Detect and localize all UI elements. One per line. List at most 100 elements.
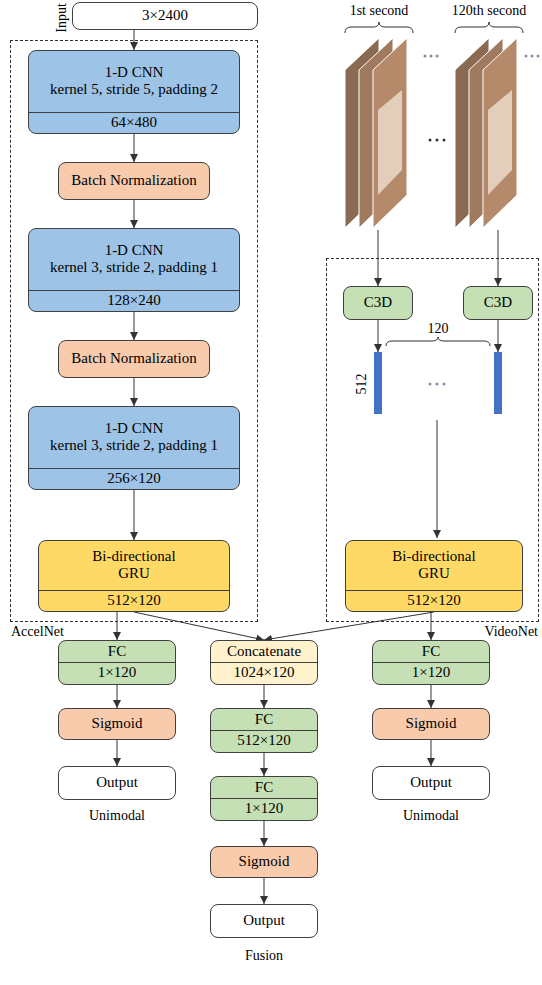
connector-arrow <box>134 200 135 228</box>
connector-arrow <box>431 685 432 709</box>
layer-name: 3×2400 <box>142 7 188 24</box>
layer-name: Sigmoid <box>239 853 290 870</box>
fc-box: FC 1×120 <box>210 776 318 821</box>
annotation-label: Unimodal <box>89 808 145 823</box>
annotation-label: Fusion <box>245 948 283 963</box>
activation-box: Batch Normalization <box>58 162 210 200</box>
layer-name: 1-D CNN <box>105 420 164 437</box>
layer-name: Bi-directional GRU <box>384 548 484 583</box>
dot <box>436 383 439 386</box>
dot <box>429 383 432 386</box>
fc-box: C3D <box>463 286 533 320</box>
connector-arrow <box>264 753 265 777</box>
layer-name: 1-D CNN <box>105 242 164 259</box>
layer-name: Output <box>243 912 285 929</box>
frame-detail <box>378 90 402 195</box>
layer-name: Batch Normalization <box>71 172 196 189</box>
frame <box>373 38 407 228</box>
feature-bar <box>494 352 502 414</box>
connector-arrow <box>264 612 434 640</box>
region-label: AccelNet <box>11 624 64 639</box>
shape-text: 512×120 <box>237 732 290 749</box>
layer-name: Output <box>410 774 452 791</box>
arrow <box>498 320 499 352</box>
activation-box: Sigmoid <box>58 708 176 740</box>
plain-box: 3×2400 <box>72 2 258 30</box>
cnn-layer-box: 1-D CNNkernel 5, stride 5, padding 264×4… <box>28 50 240 134</box>
layer-name: C3D <box>364 294 392 311</box>
activation-box: Sigmoid <box>210 846 318 878</box>
dot <box>531 55 534 58</box>
connector-arrow <box>431 740 432 766</box>
arrow <box>437 420 438 538</box>
frame <box>483 38 517 228</box>
dot <box>429 139 432 142</box>
shape-text: 256×120 <box>107 470 160 487</box>
layer-name: Sigmoid <box>92 715 143 732</box>
layer-name: FC <box>422 643 440 660</box>
region-label: VideoNet <box>484 624 538 639</box>
brace <box>455 22 523 33</box>
layer-name: kernel 3, stride 2, padding 1 <box>50 259 218 276</box>
shape-text: 128×240 <box>107 292 160 309</box>
connector-arrow <box>431 612 432 640</box>
dot <box>424 55 427 58</box>
fc-box: C3D <box>343 286 413 320</box>
dot <box>525 55 528 58</box>
plain-box: Output <box>372 766 490 800</box>
layer-name: Output <box>96 774 138 791</box>
plain-box: Output <box>210 904 318 938</box>
shape-text: 512×120 <box>407 592 460 609</box>
arrow <box>378 320 379 352</box>
frame-detail <box>488 90 512 195</box>
dot <box>537 55 540 58</box>
annotation-label: 1st second <box>350 3 409 18</box>
fc-box: FC 512×120 <box>210 708 318 753</box>
brace <box>386 337 490 346</box>
layer-name: FC <box>255 711 273 728</box>
layer-name: kernel 3, stride 2, padding 1 <box>50 437 218 454</box>
layer-name: Sigmoid <box>406 715 457 732</box>
connector-arrow <box>134 490 135 540</box>
shape-text: 512×120 <box>107 592 160 609</box>
layer-name: FC <box>255 779 273 796</box>
connector-arrow <box>134 378 135 406</box>
dot <box>430 55 433 58</box>
annotation-label: 120 <box>428 321 449 336</box>
dot <box>443 139 446 142</box>
fc-box: FC 1×120 <box>372 640 490 685</box>
activation-box: Sigmoid <box>372 708 490 740</box>
concat-box: Concatenate 1024×120 <box>210 640 318 685</box>
layer-name: Batch Normalization <box>71 350 196 367</box>
layer-name: kernel 5, stride 5, padding 2 <box>50 81 218 98</box>
connector-arrow <box>134 612 264 640</box>
connector-arrow <box>134 312 135 340</box>
shape-text: 1×120 <box>98 664 136 681</box>
connector-arrow <box>264 685 265 709</box>
connector-arrow <box>117 685 118 709</box>
layer-name: C3D <box>484 294 512 311</box>
layer-name: Concatenate <box>227 643 301 660</box>
connector-arrow <box>117 612 118 640</box>
fc-box: FC1×120 <box>58 640 176 685</box>
shape-text: 1024×120 <box>234 664 295 681</box>
annotation-label: 512 <box>354 374 369 395</box>
cnn-layer-box: 1-D CNNkernel 3, stride 2, padding 1 256×… <box>28 406 240 490</box>
dot <box>443 383 446 386</box>
network-region: AccelNet1-D CNNkernel 5, stride 5, paddi… <box>10 40 258 622</box>
connector-arrow <box>117 740 118 766</box>
layer-name: 1-D CNN <box>105 64 164 81</box>
shape-text: 1×120 <box>245 800 283 817</box>
video-frames <box>345 38 540 228</box>
shape-text: 1×120 <box>412 664 450 681</box>
connector-arrow <box>264 821 265 847</box>
activation-box: Batch Normalization <box>58 340 210 378</box>
brace <box>345 22 413 33</box>
dot <box>436 139 439 142</box>
gru-box: Bi-directional GRU 512×120 <box>38 540 230 612</box>
layer-name: Bi-directional GRU <box>84 548 184 583</box>
gru-box: Bi-directional GRU 512×120 <box>345 540 523 612</box>
network-region: VideoNetC3DC3DBi-directional GRU512×120 <box>326 258 539 622</box>
